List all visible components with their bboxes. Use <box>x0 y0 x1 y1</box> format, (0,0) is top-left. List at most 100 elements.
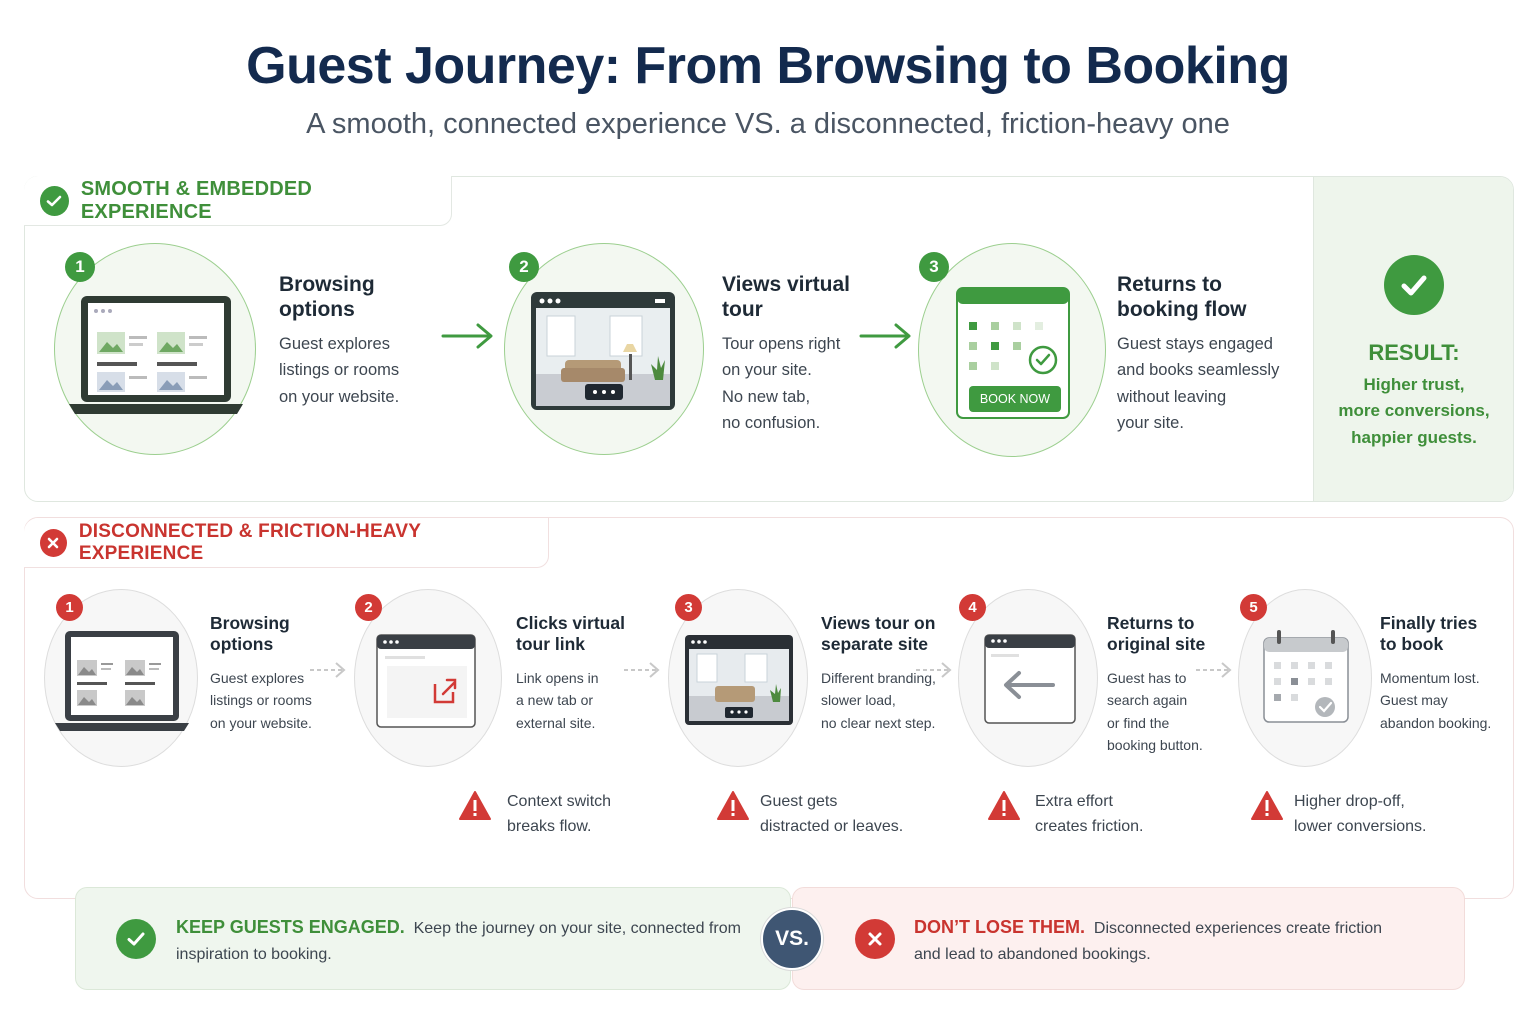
step-desc-line: no confusion. <box>722 414 821 433</box>
step-desc-line: Guest explores <box>210 670 305 686</box>
friction-step-4-desc: Guest has to search again or find the bo… <box>1107 667 1203 757</box>
step-title-line: Clicks virtual <box>516 613 625 633</box>
step-title-line: Returns to <box>1117 273 1222 296</box>
step-desc-line: booking button. <box>1107 737 1203 754</box>
step-title-line: separate site <box>821 634 929 654</box>
result-text: Higher trust, more conversions, happier … <box>1314 372 1513 451</box>
laptop-icon <box>69 296 243 414</box>
step-desc-line: listings or rooms <box>210 692 312 709</box>
dont-lose-them-text: DON’T LOSE THEM. Disconnected experience… <box>914 913 1454 967</box>
step-title-line: Views tour on <box>821 613 936 633</box>
step-desc-line: Guest explores <box>279 335 390 353</box>
warning-icon <box>717 791 749 820</box>
friction-step-4-title: Returns to original site <box>1107 613 1205 655</box>
result-line: more conversions, <box>1338 401 1490 421</box>
step-desc-line: on your website. <box>210 714 312 731</box>
friction-step-2-desc: Link opens in a new tab or external site… <box>516 667 599 734</box>
warning-line: lower conversions. <box>1294 817 1427 835</box>
dashed-arrow-icon <box>310 662 346 678</box>
step-desc-line: on your site. <box>722 361 812 380</box>
smooth-step-3-title: Returns to booking flow <box>1117 272 1246 322</box>
step-desc-line: and books seamlessly <box>1117 361 1280 380</box>
warning-line: breaks flow. <box>507 817 592 835</box>
step-number-badge: 4 <box>959 594 986 621</box>
check-icon <box>116 919 156 959</box>
step-number-badge: 3 <box>675 594 702 621</box>
warning-line: Guest gets <box>760 793 838 810</box>
friction-step-4-illustration <box>958 589 1098 767</box>
warning-line: Extra effort <box>1035 793 1113 810</box>
warning-line: distracted or leaves. <box>760 817 904 835</box>
back-arrow-window-icon <box>984 634 1076 724</box>
step-desc-line: Guest has to <box>1107 670 1187 686</box>
step-title-line: to book <box>1380 634 1444 654</box>
dashed-arrow-icon <box>624 662 660 678</box>
dont-lose-them-box: DON’T LOSE THEM. Disconnected experience… <box>792 887 1465 990</box>
warning-text: Context switch breaks flow. <box>507 790 611 840</box>
warning-icon <box>988 791 1020 820</box>
warning-text: Extra effort creates friction. <box>1035 790 1143 840</box>
step-desc-line: Momentum lost. <box>1380 670 1480 686</box>
smooth-section-header: SMOOTH & EMBEDDED EXPERIENCE <box>24 176 452 226</box>
warning-icon <box>459 791 491 820</box>
friction-step-3-illustration <box>668 589 808 767</box>
arrow-right-icon <box>441 323 493 349</box>
smooth-step-1-illustration <box>54 243 256 455</box>
dont-lose-them-line: and lead to abandoned bookings. <box>914 945 1151 963</box>
step-number-badge: 5 <box>1240 594 1267 621</box>
smooth-experience-panel: RESULT: Higher trust, more conversions, … <box>24 176 1514 502</box>
step-desc-line: abandon booking. <box>1380 714 1492 731</box>
dashed-arrow-icon <box>1196 662 1232 678</box>
step-title-line: tour link <box>516 634 586 654</box>
friction-step-2-illustration <box>354 589 502 767</box>
keep-guests-heading: KEEP GUESTS ENGAGED. <box>176 917 405 937</box>
smooth-section-title: SMOOTH & EMBEDDED EXPERIENCE <box>80 177 313 223</box>
step-title-line: Views virtual <box>722 273 851 296</box>
friction-section-title: DISCONNECTED & FRICTION-HEAVY EXPERIENCE <box>78 520 421 564</box>
keep-guests-text: KEEP GUESTS ENGAGED. Keep the journey on… <box>176 913 776 967</box>
step-title-line: Browsing <box>279 273 375 296</box>
virtual-tour-window-icon <box>531 292 675 410</box>
step-desc-line: Guest may <box>1380 692 1448 709</box>
book-now-button[interactable]: BOOK NOW <box>979 392 1051 406</box>
result-label: RESULT: <box>1368 340 1460 365</box>
dashed-arrow-icon <box>916 662 952 678</box>
warning-line: creates friction. <box>1035 817 1144 835</box>
friction-step-1-desc: Guest explores listings or rooms on your… <box>210 667 312 734</box>
keep-guests-line: inspiration to booking. <box>176 945 332 963</box>
warning-line: Context switch <box>507 793 612 810</box>
keep-guests-box: KEEP GUESTS ENGAGED. Keep the journey on… <box>75 887 791 990</box>
booking-calendar-icon <box>956 287 1070 419</box>
friction-step-5-desc: Momentum lost. Guest may abandon booking… <box>1380 667 1491 734</box>
step-desc-line: without leaving <box>1117 387 1227 406</box>
x-icon <box>40 528 67 557</box>
step-desc-line: Different branding, <box>821 670 936 686</box>
virtual-tour-window-icon <box>685 635 793 725</box>
step-title-line: options <box>210 634 274 654</box>
external-link-window-icon <box>376 634 476 728</box>
result-box: RESULT: Higher trust, more conversions, … <box>1313 177 1513 501</box>
step-number-badge: 3 <box>919 252 949 282</box>
smooth-step-3-desc: Guest stays engaged and books seamlessly… <box>1117 331 1279 437</box>
step-desc-line: your site. <box>1117 414 1184 433</box>
calendar-icon <box>1263 630 1349 723</box>
page-subtitle: A smooth, connected experience VS. a dis… <box>306 108 1230 140</box>
step-desc-line: on your website. <box>279 387 400 406</box>
step-number-badge: 2 <box>355 594 382 621</box>
step-desc-line: Link opens in <box>516 670 599 686</box>
warning-text: Higher drop-off, lower conversions. <box>1294 790 1427 840</box>
step-title-line: Browsing <box>210 613 290 633</box>
dont-lose-them-line: Disconnected experiences create friction <box>1093 920 1383 937</box>
warning-text: Guest gets distracted or leaves. <box>760 790 903 840</box>
warning-icon <box>1251 791 1283 820</box>
step-title-line: Finally tries <box>1380 613 1478 633</box>
smooth-step-1-desc: Guest explores listings or rooms on your… <box>279 331 399 410</box>
smooth-step-2-desc: Tour opens right on your site. No new ta… <box>722 331 840 437</box>
step-desc-line: external site. <box>516 714 596 731</box>
page-title: Guest Journey: From Browsing to Booking <box>246 37 1290 95</box>
step-title-line: options <box>279 298 355 322</box>
friction-step-5-illustration <box>1238 589 1372 767</box>
step-desc-line: slower load, <box>821 692 896 709</box>
smooth-step-2-illustration <box>504 243 704 455</box>
dont-lose-them-heading: DON’T LOSE THEM. <box>914 917 1085 937</box>
